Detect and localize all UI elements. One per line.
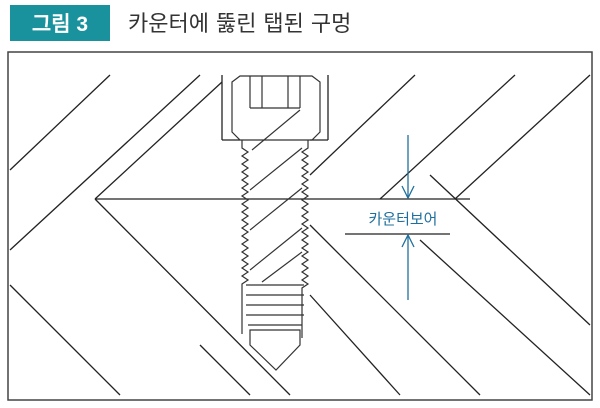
diagram-frame bbox=[7, 51, 593, 401]
counterbore-label: 카운터보어 bbox=[368, 210, 437, 228]
figure-badge: 그림 3 bbox=[10, 5, 110, 41]
screw bbox=[231, 75, 321, 371]
counterbore-dimension bbox=[401, 135, 415, 300]
arrow-down-head bbox=[401, 185, 415, 200]
figure-title: 카운터에 뚫린 탭된 구멍 bbox=[128, 12, 352, 37]
hatch-lines bbox=[9, 74, 591, 396]
arrow-up-head bbox=[401, 233, 415, 248]
